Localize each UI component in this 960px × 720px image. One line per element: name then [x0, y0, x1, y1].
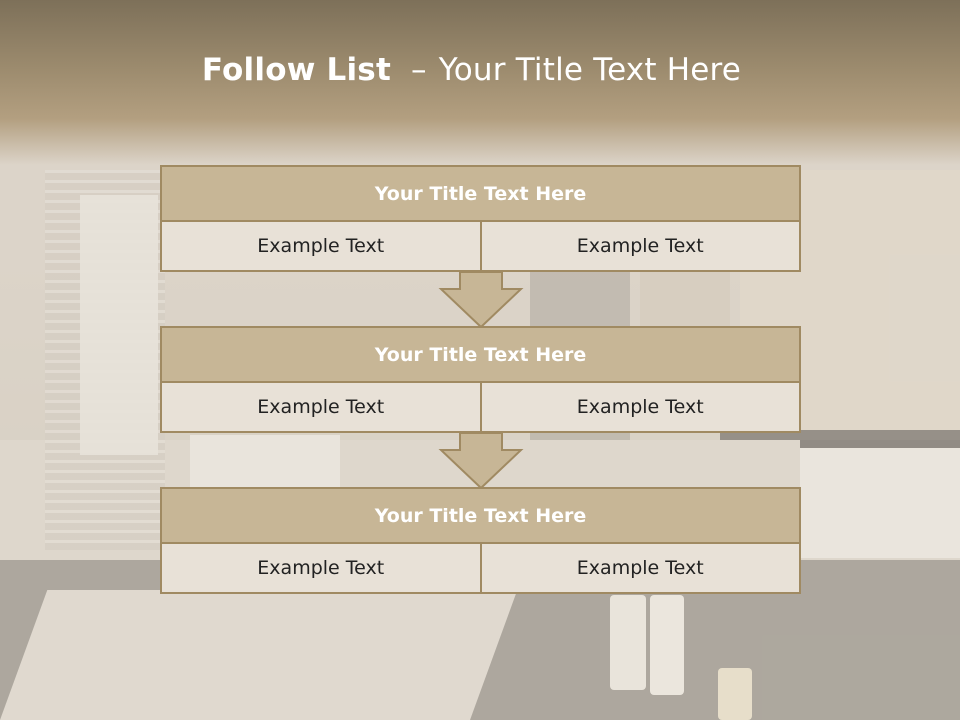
block-cell-right: Example Text	[481, 222, 801, 272]
list-block-2: Your Title Text Here Example Text Exampl…	[160, 326, 801, 433]
block-cell-right: Example Text	[481, 383, 801, 433]
block-cell-left: Example Text	[160, 383, 482, 433]
block-title: Your Title Text Here	[160, 487, 801, 544]
slide-title: Follow List–Your Title Text Here	[0, 52, 943, 88]
block-title: Your Title Text Here	[160, 326, 801, 383]
block-row: Example Text Example Text	[160, 544, 801, 594]
down-arrow-icon	[438, 271, 524, 329]
block-cell-right: Example Text	[481, 544, 801, 594]
title-band	[0, 0, 960, 165]
block-cell-left: Example Text	[160, 222, 482, 272]
block-title: Your Title Text Here	[160, 165, 801, 222]
list-block-1: Your Title Text Here Example Text Exampl…	[160, 165, 801, 272]
slide-title-rest: Your Title Text Here	[438, 52, 742, 88]
down-arrow-icon	[438, 432, 524, 490]
slide-title-bold: Follow List	[201, 52, 391, 88]
block-cell-left: Example Text	[160, 544, 482, 594]
slide-title-dash: –	[410, 52, 427, 88]
list-block-3: Your Title Text Here Example Text Exampl…	[160, 487, 801, 594]
block-row: Example Text Example Text	[160, 222, 801, 272]
block-row: Example Text Example Text	[160, 383, 801, 433]
